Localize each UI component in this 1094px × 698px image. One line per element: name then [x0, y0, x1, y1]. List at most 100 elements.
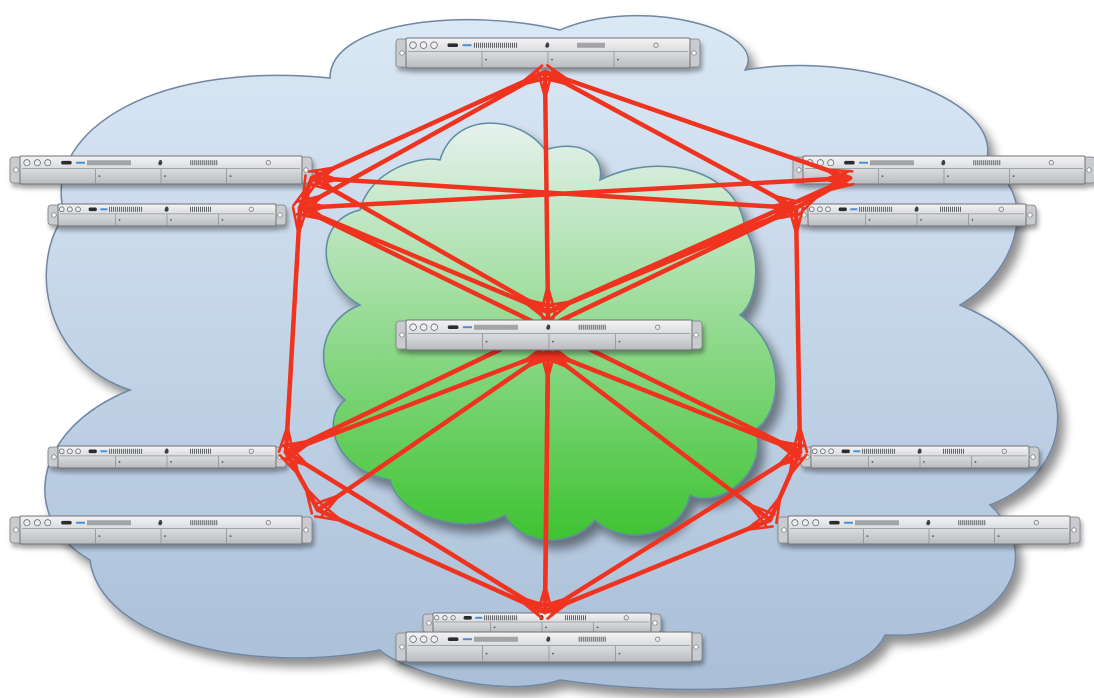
rack-screw-icon: [303, 527, 309, 533]
network-link-T-ULa: [309, 69, 548, 181]
rack-screw-icon: [13, 527, 19, 533]
rack-screw-icon: [303, 167, 309, 173]
drive-led-icon: [164, 175, 166, 178]
drive-led-icon: [493, 626, 496, 629]
apple-logo-icon: [917, 448, 922, 454]
drive-led-icon: [947, 175, 949, 178]
rack-screw-icon: [781, 527, 787, 533]
status-led-icon: [462, 44, 472, 47]
link-fanout: [287, 439, 311, 460]
front-button-icon: [44, 159, 52, 167]
network-link-LL-B: [283, 449, 548, 615]
front-button-icon: [23, 519, 31, 527]
rack-screw-icon: [399, 50, 405, 56]
usb-port-icon: [61, 160, 72, 165]
link-fanout: [775, 494, 782, 525]
server-upper-left-b: [47, 203, 287, 227]
front-button-icon: [420, 635, 428, 643]
usb-port-icon: [447, 325, 459, 329]
drive-led-icon: [881, 175, 884, 178]
drive-led-icon: [932, 535, 934, 538]
apple-logo-icon: [941, 159, 946, 166]
power-indicator-icon: [655, 324, 661, 330]
drive-led-icon: [229, 535, 232, 538]
apple-logo-icon: [545, 42, 550, 48]
link-fanout: [774, 441, 804, 447]
front-button-icon: [75, 206, 81, 213]
usb-port-icon: [88, 449, 97, 454]
power-indicator-icon: [265, 160, 271, 166]
vent-grille: [870, 160, 914, 166]
usb-port-icon: [829, 520, 840, 525]
network-link-UR-ULa: [309, 175, 799, 211]
usb-port-icon: [61, 520, 72, 525]
front-button-icon: [44, 519, 52, 527]
rack-screw-icon: [13, 167, 19, 173]
drive-led-icon: [1012, 175, 1015, 178]
front-button-icon: [825, 206, 831, 213]
link-fanout: [798, 424, 809, 454]
link-fanout: [307, 182, 336, 193]
power-indicator-icon: [998, 206, 1004, 212]
front-button-icon: [419, 41, 428, 49]
vent-grille: [578, 636, 606, 642]
vent-grille: [189, 448, 211, 454]
vent-grille: [578, 324, 606, 330]
status-led-icon: [76, 521, 86, 524]
rack-screw-icon: [51, 454, 57, 460]
drive-led-icon: [221, 218, 224, 221]
vent-grille: [862, 448, 896, 454]
drive-led-icon: [596, 626, 599, 629]
status-led-icon: [462, 638, 472, 641]
drive-led-icon: [920, 218, 922, 221]
network-link-UR-LR: [793, 205, 803, 455]
front-button-icon: [430, 635, 438, 643]
link-fanout: [798, 194, 821, 216]
rack-screw-icon: [693, 644, 699, 650]
drive-led-icon: [923, 460, 925, 463]
front-button-icon: [434, 615, 440, 621]
power-indicator-icon: [1048, 160, 1054, 166]
status-led-icon: [462, 326, 472, 329]
server-lower-right-a: [800, 445, 1040, 469]
apple-logo-icon: [926, 519, 931, 526]
front-button-icon: [430, 41, 438, 49]
front-button-icon: [820, 448, 826, 455]
front-button-icon: [409, 323, 417, 331]
front-button-icon: [67, 206, 73, 213]
drive-led-icon: [868, 218, 871, 221]
apple-logo-icon: [546, 324, 551, 330]
power-indicator-icon: [1001, 448, 1007, 454]
front-button-icon: [409, 41, 417, 49]
server-top: [395, 37, 701, 69]
power-indicator-icon: [1033, 520, 1039, 526]
usb-port-icon: [844, 160, 855, 165]
apple-logo-icon: [914, 206, 919, 212]
power-indicator-icon: [653, 42, 659, 48]
rack-screw-icon: [1027, 212, 1033, 218]
network-link-LR-B: [542, 449, 803, 615]
drive-led-icon: [98, 535, 101, 538]
status-led-icon: [100, 208, 108, 211]
link-fanout: [520, 64, 544, 85]
drive-led-icon: [170, 460, 172, 463]
drive-led-icon: [98, 175, 101, 178]
link-fanout: [304, 485, 326, 508]
drive-led-icon: [229, 175, 232, 178]
network-link-LRa-C2: [545, 349, 773, 523]
server-upper-right-b: [797, 203, 1037, 227]
power-indicator-icon: [623, 615, 629, 621]
front-button-icon: [828, 448, 834, 455]
usb-port-icon: [88, 207, 97, 212]
rack-screw-icon: [277, 212, 283, 218]
status-led-icon: [475, 616, 483, 619]
drive-led-icon: [871, 460, 874, 463]
front-button-icon: [811, 448, 818, 455]
rack-screw-icon: [691, 50, 697, 56]
usb-port-icon: [841, 449, 850, 454]
network-link-T-URa: [542, 69, 853, 181]
front-button-icon: [808, 206, 815, 213]
status-led-icon: [850, 208, 858, 211]
